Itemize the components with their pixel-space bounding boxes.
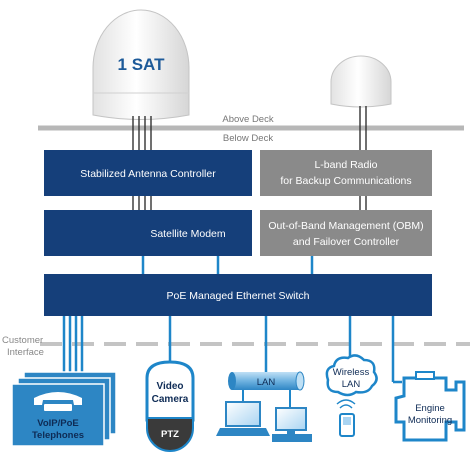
satellite-antenna-dome <box>92 9 190 120</box>
poe-switch-box: PoE Managed Ethernet Switch <box>44 274 432 316</box>
lan-label: LAN <box>257 377 276 388</box>
modem-switch-links <box>141 255 314 275</box>
lband-radio-label: L-band Radio <box>314 159 377 171</box>
engine-sublabel: Monitoring <box>408 415 452 426</box>
above-deck-label: Above Deck <box>222 114 273 125</box>
camera-sublabel: Camera <box>152 394 189 405</box>
lband-radio-box: L-band Radio for Backup Communications <box>260 150 432 196</box>
wireless-lan-cloud: Wireless LAN <box>325 354 378 397</box>
antenna-cables <box>132 106 367 152</box>
customer-interface-sublabel: Interface <box>7 347 44 358</box>
handheld-device-icon <box>339 413 355 437</box>
wifi-signal-icon <box>336 399 356 409</box>
satellite-modem-box: Satellite Modem <box>44 210 252 256</box>
below-deck-label: Below Deck <box>223 133 273 144</box>
engine-label: Engine <box>415 403 445 414</box>
camera-label: Video <box>156 381 183 392</box>
obm-sublabel: and Failover Controller <box>293 236 400 248</box>
poe-switch-label: PoE Managed Ethernet Switch <box>166 290 309 302</box>
voip-label: VoIP/PoE <box>37 418 79 429</box>
wireless-sublabel: LAN <box>342 379 361 390</box>
laptop-icon <box>216 401 270 436</box>
customer-interface-label: Customer <box>2 335 43 346</box>
logo-text: 1 SAT <box>118 55 166 74</box>
satellite-modem-label: Satellite Modem <box>150 228 226 240</box>
ptz-label: PTZ <box>161 429 179 440</box>
video-camera: Video Camera PTZ <box>145 360 195 452</box>
lband-antenna-dome <box>330 55 392 108</box>
desktop-computer-icon <box>272 407 312 442</box>
obm-label: Out-of-Band Management (OBM) <box>268 220 423 232</box>
antenna-controller-box: Stabilized Antenna Controller <box>44 150 252 196</box>
wireless-label: Wireless <box>333 367 370 378</box>
engine-monitoring: Engine Monitoring <box>394 371 466 442</box>
1sat-logo: 1 SAT <box>118 55 166 74</box>
antenna-controller-label: Stabilized Antenna Controller <box>80 168 216 180</box>
telephone-handset-icon <box>34 392 82 411</box>
lband-radio-sublabel: for Backup Communications <box>280 175 411 187</box>
voip-telephones: VoIP/PoE Telephones <box>11 371 117 447</box>
voip-sublabel: Telephones <box>32 430 84 441</box>
lan-bus: LAN <box>228 371 305 408</box>
obm-controller-box: Out-of-Band Management (OBM) and Failove… <box>260 210 432 256</box>
device-links <box>62 316 402 384</box>
inter-box-cables <box>132 195 367 212</box>
